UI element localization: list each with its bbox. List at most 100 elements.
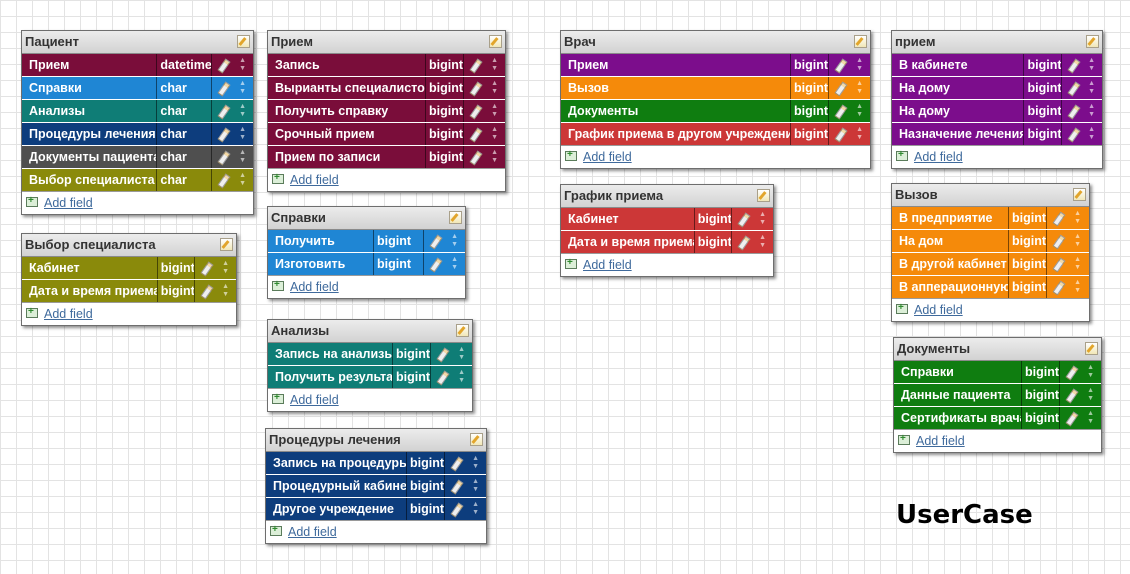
edit-field-icon[interactable] [1067,127,1081,143]
edit-field-icon[interactable] [469,127,483,143]
edit-field-icon[interactable] [217,127,231,143]
edit-field-icon[interactable] [1067,104,1081,120]
add-field-icon[interactable] [272,392,284,404]
reorder-icon[interactable]: ▲▼ [239,57,246,72]
add-field-link[interactable]: Add field [44,196,93,210]
edit-field-icon[interactable] [834,127,848,143]
edit-field-icon[interactable] [834,104,848,120]
reorder-icon[interactable]: ▲▼ [239,126,246,141]
table-header[interactable]: Процедуры лечения [266,429,486,452]
edit-field-icon[interactable] [737,212,751,228]
edit-table-icon[interactable] [237,35,250,48]
edit-table-icon[interactable] [854,35,867,48]
edit-table-icon[interactable] [220,238,233,251]
add-field-icon[interactable] [26,195,38,207]
add-field-link[interactable]: Add field [583,258,632,272]
table-header[interactable]: График приема [561,185,773,208]
edit-field-icon[interactable] [1067,58,1081,74]
edit-field-icon[interactable] [429,234,443,250]
edit-field-icon[interactable] [217,58,231,74]
reorder-icon[interactable]: ▲▼ [472,501,479,516]
reorder-icon[interactable]: ▲▼ [1088,80,1095,95]
reorder-icon[interactable]: ▲▼ [239,80,246,95]
add-field-link[interactable]: Add field [290,393,339,407]
table-header[interactable]: прием [892,31,1102,54]
edit-field-icon[interactable] [200,284,214,300]
add-field-link[interactable]: Add field [583,150,632,164]
edit-table-icon[interactable] [470,433,483,446]
add-field-row[interactable]: Add field [268,168,505,191]
add-field-row[interactable]: Add field [266,520,486,543]
table-header[interactable]: Вызов [892,184,1089,207]
edit-field-icon[interactable] [217,81,231,97]
add-field-link[interactable]: Add field [914,150,963,164]
reorder-icon[interactable]: ▲▼ [458,369,465,384]
reorder-icon[interactable]: ▲▼ [1087,364,1094,379]
add-field-row[interactable]: Add field [561,145,870,168]
edit-field-icon[interactable] [429,257,443,273]
reorder-icon[interactable]: ▲▼ [1074,279,1081,294]
add-field-row[interactable]: Add field [22,302,236,325]
table-header[interactable]: Врач [561,31,870,54]
edit-field-icon[interactable] [1065,388,1079,404]
add-field-link[interactable]: Add field [916,434,965,448]
edit-field-icon[interactable] [217,104,231,120]
add-field-link[interactable]: Add field [288,525,337,539]
reorder-icon[interactable]: ▲▼ [239,172,246,187]
reorder-icon[interactable]: ▲▼ [458,346,465,361]
edit-table-icon[interactable] [1086,35,1099,48]
edit-table-icon[interactable] [1085,342,1098,355]
table-header[interactable]: Выбор специалиста [22,234,236,257]
add-field-link[interactable]: Add field [914,303,963,317]
reorder-icon[interactable]: ▲▼ [856,57,863,72]
edit-field-icon[interactable] [1052,234,1066,250]
add-field-row[interactable]: Add field [894,429,1101,452]
add-field-row[interactable]: Add field [892,298,1089,321]
reorder-icon[interactable]: ▲▼ [1074,210,1081,225]
reorder-icon[interactable]: ▲▼ [451,233,458,248]
add-field-icon[interactable] [896,302,908,314]
edit-field-icon[interactable] [436,370,450,386]
reorder-icon[interactable]: ▲▼ [759,234,766,249]
edit-field-icon[interactable] [1052,280,1066,296]
table-header[interactable]: Прием [268,31,505,54]
edit-field-icon[interactable] [450,456,464,472]
edit-field-icon[interactable] [436,347,450,363]
reorder-icon[interactable]: ▲▼ [1074,256,1081,271]
edit-table-icon[interactable] [449,211,462,224]
add-field-icon[interactable] [272,279,284,291]
table-header[interactable]: Документы [894,338,1101,361]
reorder-icon[interactable]: ▲▼ [491,126,498,141]
add-field-icon[interactable] [898,433,910,445]
add-field-icon[interactable] [896,149,908,161]
edit-field-icon[interactable] [450,502,464,518]
edit-field-icon[interactable] [217,150,231,166]
edit-field-icon[interactable] [834,81,848,97]
edit-field-icon[interactable] [450,479,464,495]
add-field-link[interactable]: Add field [44,307,93,321]
reorder-icon[interactable]: ▲▼ [491,149,498,164]
